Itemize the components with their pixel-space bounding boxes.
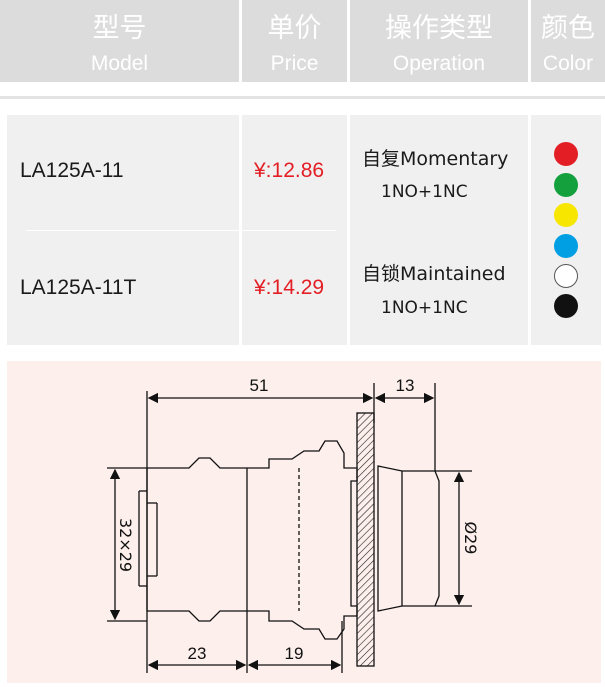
header-operation-en: Operation — [392, 52, 486, 75]
color-swatch-white — [554, 264, 578, 288]
table-header: 型号 Model 单价 Price 操作类型 Operation 颜色 Colo… — [0, 0, 605, 82]
dim-length-label: 51 — [250, 376, 269, 395]
dim-diameter-label: Ø29 — [461, 522, 480, 555]
header-operation-cn: 操作类型 — [385, 13, 493, 44]
header-color: 颜色 Color — [531, 0, 605, 82]
header-divider — [0, 96, 605, 99]
dim-body-label: 32×29 — [116, 518, 135, 572]
dim-base-label: 23 — [188, 644, 207, 663]
dim-head-label: 13 — [396, 376, 415, 395]
header-model: 型号 Model — [0, 0, 239, 82]
header-color-cn: 颜色 — [541, 13, 595, 44]
header-price-en: Price — [270, 52, 319, 75]
model-cell: LA125A-11 — [20, 159, 124, 182]
header-model-en: Model — [90, 52, 149, 75]
header-price-cn: 单价 — [267, 13, 322, 44]
operation-type: 自复Momentary — [362, 148, 509, 170]
header-model-cn: 型号 — [92, 13, 147, 44]
panel-section — [356, 412, 375, 667]
contact-config: 1NO+1NC — [381, 182, 468, 202]
operation-type: 自锁Maintained — [362, 263, 506, 285]
color-swatch-black — [554, 294, 578, 318]
color-swatch-yellow — [554, 203, 578, 227]
price-cell: ¥:14.29 — [254, 276, 325, 299]
color-swatch-green — [554, 173, 578, 197]
color-swatch-blue — [554, 234, 578, 258]
color-swatch-red — [554, 142, 578, 166]
price-cell: ¥:12.86 — [254, 159, 325, 182]
header-price: 单价 Price — [242, 0, 347, 82]
dim-mid-label: 19 — [285, 644, 304, 663]
header-color-en: Color — [542, 52, 594, 75]
operation-column — [350, 115, 528, 345]
dimension-drawing: 51 13 23 19 32×29 Ø29 — [7, 361, 601, 683]
dimension-drawing-svg: 51 13 23 19 32×29 Ø29 — [107, 376, 480, 673]
contact-config: 1NO+1NC — [381, 298, 468, 318]
row-divider — [26, 230, 336, 231]
header-operation: 操作类型 Operation — [350, 0, 528, 82]
model-cell: LA125A-11T — [20, 276, 137, 299]
